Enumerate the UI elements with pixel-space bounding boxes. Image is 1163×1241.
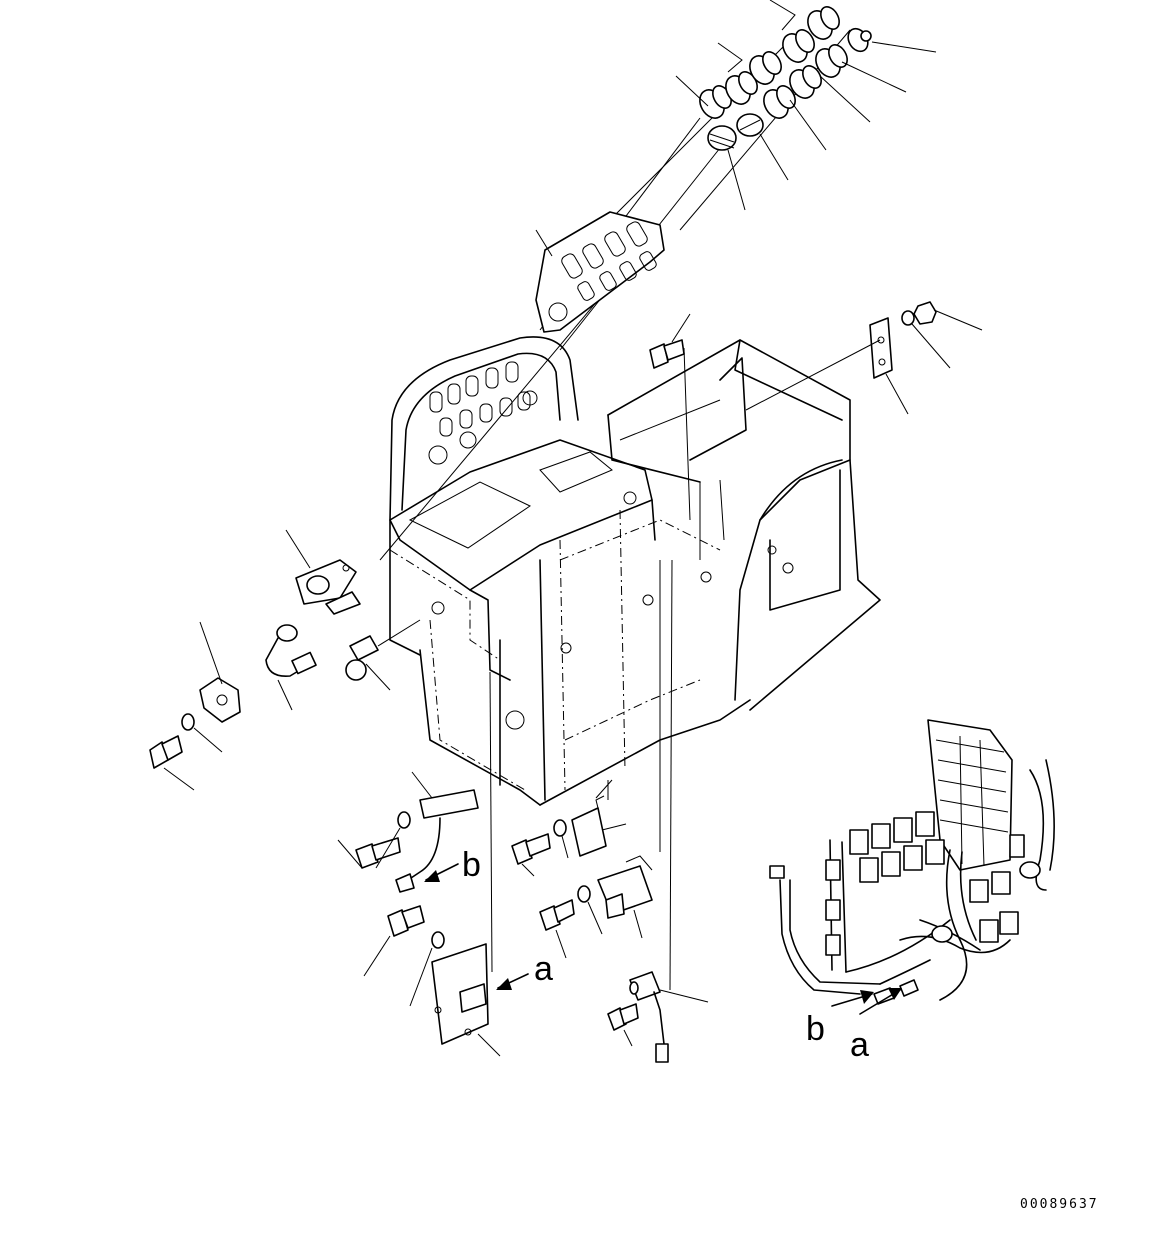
mounting-cover [285, 529, 361, 615]
rocker-switch [807, 6, 840, 40]
wiring-harness [769, 719, 1055, 1005]
switch-cluster [379, 0, 937, 561]
connector-arrow-b-target: b [806, 990, 874, 1048]
flasher-unit [597, 855, 653, 939]
switch-panel-plate [535, 211, 665, 333]
relay-block [849, 811, 1025, 943]
bolt [539, 899, 575, 959]
relay-with-cable [265, 624, 317, 711]
rocker-switch [725, 71, 758, 105]
relay [571, 779, 627, 857]
knob [707, 125, 737, 151]
mounting-bracket [745, 301, 983, 415]
rocker-switch [763, 85, 796, 119]
connector-arrow-b: b [424, 846, 481, 884]
label-a-source: a [534, 950, 553, 988]
rocker-switch [749, 51, 782, 85]
washer [553, 819, 569, 859]
connector-arrow-a: a [496, 950, 553, 990]
bolt [337, 837, 401, 869]
washer [409, 931, 445, 1007]
washer [181, 713, 223, 753]
label-b-source: b [462, 846, 481, 884]
key-switch [199, 621, 241, 723]
rear-frame [607, 339, 881, 711]
indicator-lamp [847, 27, 872, 53]
knob [736, 113, 764, 137]
label-b-target: b [806, 1010, 825, 1048]
bolt [363, 905, 425, 977]
bolt [511, 833, 551, 877]
label-a-target: a [850, 1026, 869, 1064]
sensor-bracket [395, 771, 479, 893]
bolt [149, 735, 195, 791]
console-body [389, 336, 751, 806]
rocker-switch [815, 44, 848, 78]
rocker-switch [782, 29, 815, 63]
horn-relay [629, 971, 709, 1063]
document-number: 00089637 [1020, 1197, 1099, 1212]
washer [577, 885, 603, 935]
connector-arrow-a-target: a [850, 988, 902, 1064]
washer [375, 811, 411, 869]
bolt [649, 313, 691, 521]
lighter-socket [345, 619, 421, 691]
controller-unit [431, 943, 501, 1057]
rocker-switch [789, 65, 822, 99]
bolt [607, 1003, 639, 1047]
